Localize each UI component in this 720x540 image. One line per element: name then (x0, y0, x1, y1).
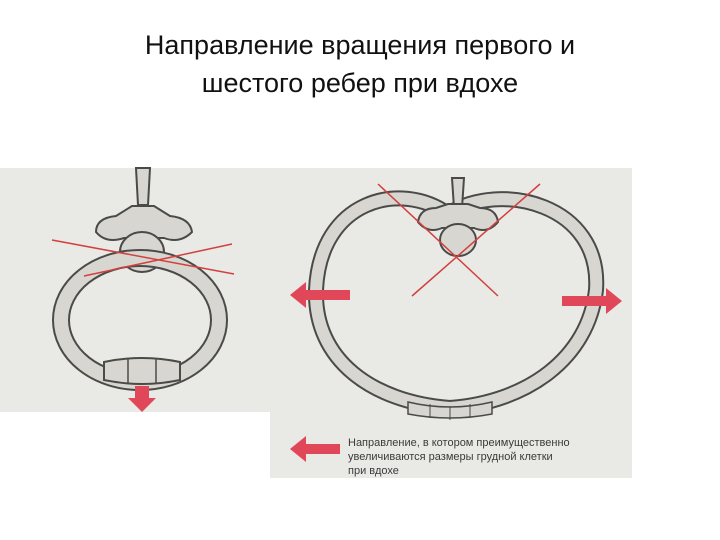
slide-title: Направление вращения первого и шестого р… (60, 26, 660, 102)
vertebral-body-right (439, 223, 477, 257)
first-rib-figure (51, 167, 235, 412)
legend-arrow-icon (290, 436, 340, 462)
legend-line-2: увеличиваются размеры грудной клетки (348, 451, 553, 463)
arrow-right-right-figure (562, 288, 622, 314)
axis-line-right-2 (411, 183, 541, 297)
vertebra-arch-right (416, 203, 500, 231)
vertebra-arch-left (94, 205, 194, 241)
legend-text: Направление, в котором преимущественно у… (348, 436, 628, 478)
axis-line-left-2 (83, 243, 233, 277)
title-line-1: Направление вращения первого и (144, 30, 576, 60)
title-line-2: шестого ребер при вдохе (201, 68, 519, 98)
arrow-left-right-figure (290, 282, 350, 308)
arrow-down-left (128, 386, 156, 412)
axis-line-right-1 (377, 183, 499, 297)
sixth-rib-figure (290, 177, 622, 420)
sternum-left (103, 357, 181, 385)
spinous-process-left (134, 167, 152, 206)
axis-line-left-1 (51, 239, 235, 275)
legend-line-3: при вдохе (348, 465, 399, 477)
legend-line-1: Направление, в котором преимущественно (348, 437, 570, 449)
